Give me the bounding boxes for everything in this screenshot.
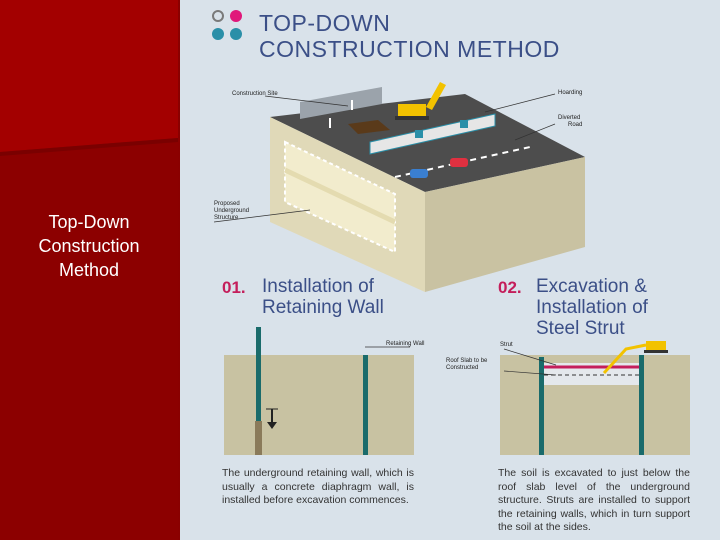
slide-title-line: Top-Down	[48, 212, 130, 232]
hoarding-board	[300, 87, 382, 119]
label-proposed-structure: Structure	[214, 215, 239, 221]
step1-number: 01.	[222, 278, 246, 297]
leader-line	[514, 123, 556, 141]
structure-slab	[283, 167, 397, 225]
step2-number: 02.	[498, 278, 522, 297]
leader-line	[484, 93, 556, 113]
car-icon	[410, 169, 428, 178]
leader-line	[503, 370, 557, 376]
left-panel-top-band	[0, 0, 178, 152]
excavator-icon	[602, 341, 668, 375]
left-panel: Top-Down Construction Method	[0, 0, 178, 540]
retaining-wall-right	[363, 355, 368, 455]
slide-title-line: Construction	[38, 236, 140, 256]
ground-side-face	[425, 157, 585, 292]
label-hoarding: Hoarding	[558, 90, 582, 96]
step1-title: Installation of Retaining Wall	[262, 276, 384, 318]
label-diverted-road: Diverted	[558, 115, 580, 121]
leader-line	[213, 209, 311, 223]
car-icon	[450, 158, 468, 167]
leader-line	[503, 348, 557, 366]
infographic-panel: TOP-DOWN CONSTRUCTION METHOD	[180, 0, 720, 540]
construction-site-illustration: Construction Site Hoarding Diverted Road…	[213, 82, 585, 292]
retaining-wall-left	[539, 357, 544, 455]
construction-pit	[348, 120, 390, 134]
step1-title-line: Retaining Wall	[262, 297, 384, 318]
left-panel-divider	[0, 138, 178, 156]
step2-diagram: Strut Roof Slab to be Constructed	[446, 341, 690, 455]
retaining-wall-left	[256, 327, 261, 455]
step1-description: The underground retaining wall, which is…	[222, 467, 414, 506]
step1-title-line: Installation of	[262, 276, 374, 297]
road-surface	[270, 94, 585, 192]
slide-title: Top-Down Construction Method	[4, 210, 174, 282]
infographic-title-line1: TOP-DOWN	[259, 10, 391, 36]
label-proposed-structure: Proposed	[214, 201, 240, 207]
label-roof-slab: Roof Slab to be	[446, 358, 488, 364]
step2-title-line: Excavation &	[536, 276, 647, 297]
step1-diagram: Retaining Wall	[224, 327, 424, 455]
slide-title-line: Method	[58, 260, 120, 280]
down-arrow-icon	[266, 408, 278, 429]
wall-installation-zone	[255, 421, 262, 455]
label-diverted-road: Road	[568, 122, 582, 128]
infographic-title-line2: CONSTRUCTION METHOD	[259, 36, 560, 62]
label-strut: Strut	[500, 342, 513, 348]
label-construction-site: Construction Site	[232, 91, 278, 97]
label-proposed-structure: Underground	[214, 208, 249, 214]
retaining-wall-right	[639, 355, 644, 455]
soil-block	[224, 355, 414, 455]
excavator-icon	[395, 82, 446, 120]
leader-line	[264, 95, 349, 107]
label-retaining-wall: Retaining Wall	[386, 341, 424, 347]
step2-title-line: Installation of	[536, 297, 648, 318]
step2-description: The soil is excavated to just below the …	[498, 467, 690, 533]
barrier-marker	[460, 120, 468, 128]
logo-dots-icon	[212, 10, 242, 40]
step2-title-line: Steel Strut	[536, 318, 625, 339]
step2-title: Excavation & Installation of Steel Strut	[536, 276, 648, 339]
label-roof-slab: Constructed	[446, 365, 478, 371]
barrier-marker	[415, 130, 423, 138]
left-panel-background	[0, 0, 178, 540]
